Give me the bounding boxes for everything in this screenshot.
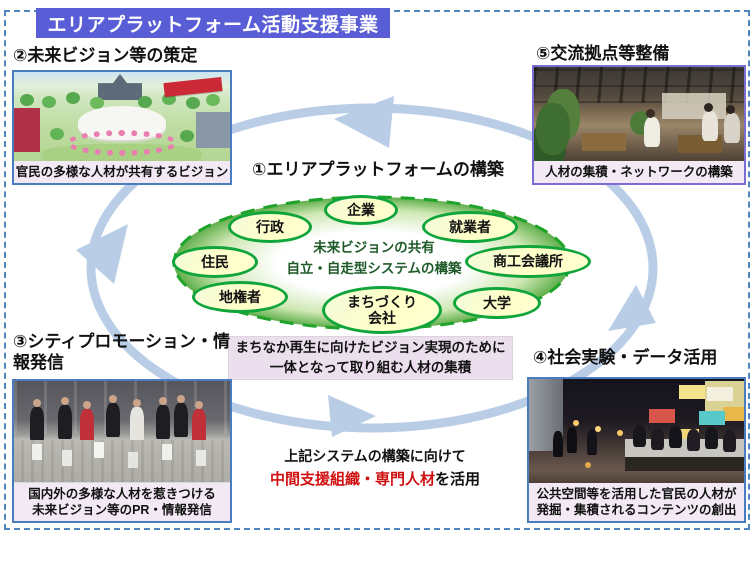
actor-label: 企業: [347, 201, 375, 218]
neon-signs-shape: [679, 385, 705, 399]
promotion-image-card: 国内外の多様な人材を惹きつける 未来ビジョン等のPR・情報発信: [12, 379, 232, 523]
experiment-caption-line1: 公共空間等を活用した官民の人材が: [536, 486, 737, 501]
promotion-photo: [14, 381, 230, 483]
support-note: 上記システムの構築に向けて 中間支援組織・専門人材を活用: [215, 446, 535, 489]
red-banner-shape: [163, 77, 223, 97]
building-edge-shape: [529, 379, 563, 452]
page-title: エリアプラットフォーム活動支援事業: [36, 8, 390, 38]
arrowhead-top-left-icon: [334, 96, 394, 148]
promotion-caption-line2: 未来ビジョン等のPR・情報発信: [32, 502, 212, 517]
building-shape: [196, 112, 230, 148]
bright-sign-shape: [705, 381, 744, 411]
vision-illustration: [14, 72, 230, 161]
hub-caption: 人材の集積・ネットワークの構築: [534, 160, 744, 183]
castle-shape: [98, 74, 142, 100]
experiment-caption: 公共空間等を活用した官民の人材が 発掘・集積されるコンテンツの創出: [529, 482, 744, 521]
actor-oval-government: 行政: [228, 211, 312, 243]
vision-caption: 官民の多様な人材が共有するビジョン: [14, 160, 230, 183]
person-shape: [174, 395, 188, 437]
support-line2: 中間支援組織・専門人材を活用: [215, 468, 535, 489]
person-shape: [30, 399, 44, 441]
section-1-title: ①エリアプラットフォームの構築: [252, 160, 504, 179]
person-shape: [58, 397, 72, 439]
promotion-caption: 国内外の多様な人材を惹きつける 未来ビジョン等のPR・情報発信: [14, 482, 230, 521]
person-shape: [156, 397, 170, 439]
goal-line2: 一体となって取り組む人材の集積: [269, 360, 472, 375]
support-highlight: 中間支援組織・専門人材: [269, 471, 435, 488]
building-shape: [14, 108, 40, 152]
person-shape: [130, 399, 144, 441]
experiment-photo: [529, 379, 744, 483]
actor-label: 住民: [201, 253, 229, 270]
experiment-image-card: 公共空間等を活用した官民の人材が 発掘・集積されるコンテンツの創出: [527, 377, 746, 523]
actor-oval-workers: 就業者: [422, 211, 518, 243]
section-4-title: ④社会実験・データ活用: [533, 348, 718, 367]
actor-label: 地権者: [219, 288, 261, 305]
hub-image-card: 人材の集積・ネットワークの構築: [532, 65, 746, 185]
people-head-shapes: [704, 103, 713, 112]
promotion-caption-line1: 国内外の多様な人材を惹きつける: [28, 486, 216, 501]
arrowhead-left-down-icon: [76, 224, 128, 284]
platform-center-text: 未来ビジョンの共有 自立・自走型システムの構築: [268, 238, 480, 280]
actor-oval-machizukuri-company: まちづくり会社: [322, 286, 442, 334]
walking-people-shapes: [567, 426, 577, 453]
actor-oval-residents: 住民: [172, 246, 258, 278]
actor-label: まちづくり会社: [347, 293, 417, 326]
vision-image-card: 官民の多様な人材が共有するビジョン: [12, 70, 232, 185]
flowerbed-shape: [66, 130, 178, 156]
tree-shapes: [20, 94, 34, 106]
plant-shape: [630, 111, 652, 135]
experiment-caption-line2: 発掘・集積されるコンテンツの創出: [536, 502, 737, 517]
actor-oval-chamber-of-commerce: 商工会議所: [465, 245, 591, 278]
center-text-line2: 自立・自走型システムの構築: [286, 260, 462, 276]
actor-oval-landowners: 地権者: [192, 281, 288, 313]
plant-shape: [536, 103, 570, 155]
street-lamps-shape: [573, 420, 579, 427]
goal-note-box: まちなか再生に向けたビジョン実現のために 一体となって取り組む人材の集積: [228, 336, 513, 380]
seated-people-shapes: [633, 424, 646, 447]
actor-label: 行政: [256, 218, 284, 235]
planter-ledge-shape: [625, 439, 744, 458]
person-red-coat-shape: [80, 401, 94, 443]
city-model-shape: [14, 439, 230, 483]
arrowhead-right-up-icon: [608, 285, 656, 331]
person-shape: [106, 395, 120, 437]
actor-oval-university: 大学: [453, 287, 541, 319]
actor-label: 商工会議所: [493, 253, 563, 270]
actor-oval-company: 企業: [324, 195, 398, 225]
section-5-title: ⑤交流拠点等整備: [536, 44, 670, 63]
support-suffix: を活用: [435, 471, 481, 488]
model-buildings-shape: [32, 443, 42, 460]
actor-label: 大学: [483, 294, 511, 311]
hub-photo: [534, 67, 744, 161]
goal-line1: まちなか再生に向けたビジョン実現のために: [235, 340, 506, 356]
section-2-title: ②未来ビジョン等の策定: [13, 46, 198, 65]
actor-label: 就業者: [449, 218, 491, 235]
arrowhead-bottom-right-icon: [328, 395, 376, 437]
table-shape: [582, 133, 626, 151]
people-shapes: [702, 111, 718, 141]
center-text-line1: 未来ビジョンの共有: [313, 240, 435, 255]
support-line1: 上記システムの構築に向けて: [284, 448, 466, 464]
section-3-title: ③シティプロモーション・情報発信: [13, 332, 231, 373]
person-red-coat-shape: [192, 401, 206, 443]
